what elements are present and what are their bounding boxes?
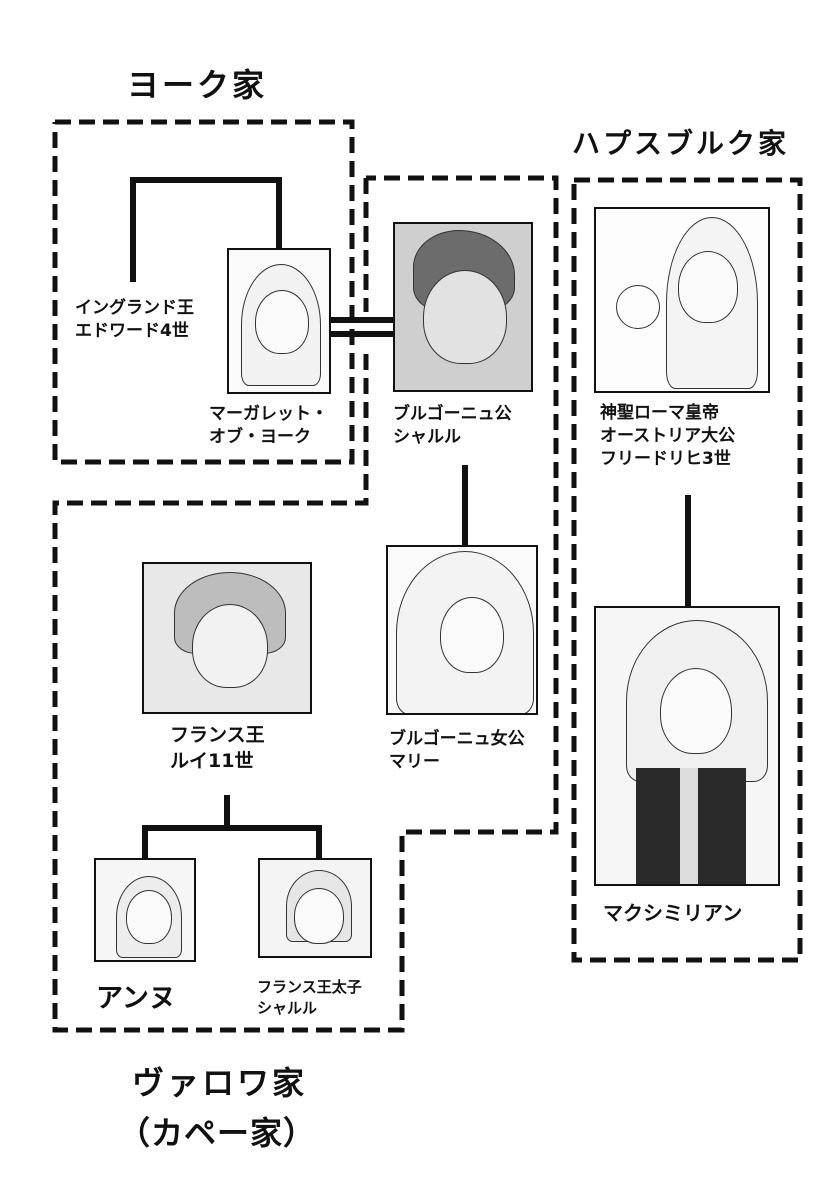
portrait-margaret xyxy=(227,248,331,394)
label-louis: フランス王ルイ11世 xyxy=(170,724,265,772)
burgundy-house-border-lower xyxy=(52,175,559,1033)
label-frederick: 神聖ローマ皇帝オーストリア大公フリードリヒ3世 xyxy=(600,403,736,469)
house-title-york: ヨーク家 xyxy=(127,66,268,104)
portrait-mary xyxy=(386,545,538,715)
portrait-louis xyxy=(142,562,312,714)
label-mary: ブルゴーニュ女公マリー xyxy=(389,729,525,772)
portrait-maximilian xyxy=(594,606,780,886)
house-title-valois: ヴァロワ家 xyxy=(132,1064,308,1102)
york-house-border xyxy=(52,119,355,465)
label-margaret: マーガレット・オブ・ヨーク xyxy=(209,404,328,447)
label-anne: アンヌ xyxy=(96,983,176,1014)
habsburg-house-border xyxy=(571,177,803,963)
label-charles-burgundy: ブルゴーニュ公シャルル xyxy=(393,404,512,447)
label-maximilian: マクシミリアン xyxy=(603,901,743,925)
label-edward: イングランド王エドワード4世 xyxy=(75,298,194,341)
label-dauphin-charles: フランス王太子シャルル xyxy=(257,978,362,1017)
portrait-charles-burgundy xyxy=(393,222,533,392)
portrait-dauphin-charles xyxy=(258,858,372,958)
portrait-anne xyxy=(94,858,196,962)
portrait-frederick xyxy=(594,207,770,393)
house-title-capet: （カペー家） xyxy=(118,1114,317,1152)
york-sibling-line xyxy=(130,177,282,282)
house-title-habsburg: ハプスブルク家 xyxy=(572,127,790,160)
